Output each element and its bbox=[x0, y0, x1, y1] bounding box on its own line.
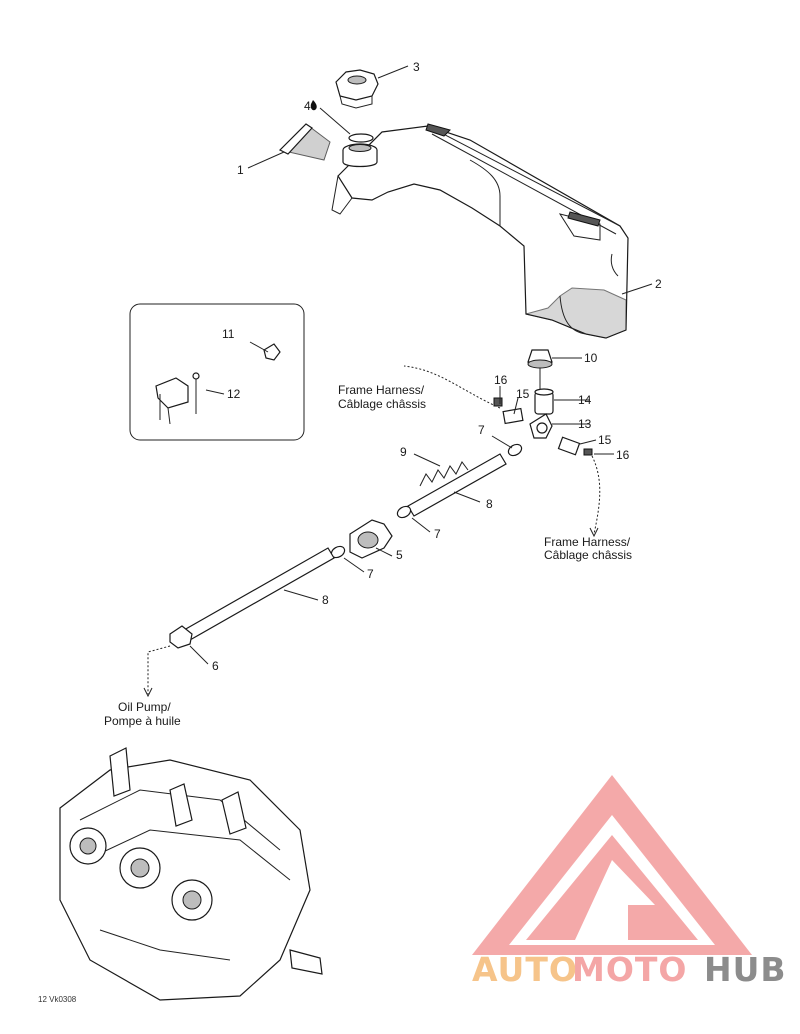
callout-2: 2 bbox=[655, 277, 662, 291]
level-sensor bbox=[534, 388, 554, 415]
callout-7-lower: 7 bbox=[367, 567, 374, 581]
callout-10: 10 bbox=[584, 351, 598, 365]
watermark-part-1: AUTO bbox=[472, 950, 578, 989]
connector-upper bbox=[493, 397, 524, 425]
watermark-part-3: HUB bbox=[704, 950, 787, 989]
grommet bbox=[527, 349, 553, 392]
detail-inset bbox=[129, 303, 305, 441]
callout-3: 3 bbox=[413, 60, 420, 74]
callout-7-upper: 7 bbox=[478, 423, 485, 437]
frame-harness-caption-2-line1: Frame Harness/ bbox=[544, 535, 631, 549]
gasket bbox=[348, 133, 374, 143]
callout-9: 9 bbox=[400, 445, 407, 459]
callout-6: 6 bbox=[212, 659, 219, 673]
callout-1: 1 bbox=[237, 163, 244, 177]
callout-13: 13 bbox=[578, 417, 592, 431]
elbow-fitting bbox=[529, 413, 553, 439]
watermark-part-2: MOTO bbox=[572, 950, 687, 989]
connector-right bbox=[557, 436, 593, 456]
bracket-part bbox=[155, 377, 189, 409]
oil-pump-caption-line2: Pompe à huile bbox=[104, 714, 181, 728]
callout-15-right: 15 bbox=[598, 433, 612, 447]
tank-cap bbox=[335, 69, 379, 109]
callout-15-upper: 15 bbox=[516, 387, 530, 401]
callout-12: 12 bbox=[227, 387, 241, 401]
oil-pump-caption-line1: Oil Pump/ bbox=[118, 700, 171, 714]
watermark-text: AUTO MOTO HUB bbox=[472, 950, 787, 989]
callout-14: 14 bbox=[578, 393, 592, 407]
frame-harness-caption-1-line1: Frame Harness/ bbox=[338, 383, 425, 397]
callout-4: 4 bbox=[304, 99, 311, 113]
callout-16-right: 16 bbox=[616, 448, 630, 462]
hose-upper bbox=[407, 453, 507, 517]
callout-8-upper: 8 bbox=[486, 497, 493, 511]
frame-harness-caption-1-line2: Câblage châssis bbox=[338, 397, 426, 411]
drawing-code: 12 Vk0308 bbox=[38, 995, 77, 1004]
oil-tank bbox=[331, 123, 629, 339]
clip-part bbox=[263, 343, 281, 361]
callout-7-middle: 7 bbox=[434, 527, 441, 541]
callout-labels: 1 2 3 4 5 6 7 7 7 8 8 9 10 11 12 13 14 1… bbox=[212, 60, 662, 673]
captions: Frame Harness/ Câblage châssis Frame Har… bbox=[38, 383, 632, 1004]
callout-8-lower: 8 bbox=[322, 593, 329, 607]
engine-drawing bbox=[59, 747, 323, 1001]
callout-16-upper: 16 bbox=[494, 373, 508, 387]
filler-neck bbox=[342, 143, 378, 168]
clamp-upper bbox=[507, 443, 523, 457]
oil-filter bbox=[349, 519, 393, 559]
callout-5: 5 bbox=[396, 548, 403, 562]
drop-icon bbox=[310, 100, 317, 111]
frame-harness-caption-2-line2: Câblage châssis bbox=[544, 548, 632, 562]
clamp-middle bbox=[396, 505, 412, 519]
strap bbox=[278, 123, 331, 161]
banjo-fitting bbox=[169, 625, 193, 649]
callout-11: 11 bbox=[222, 327, 235, 341]
hose-lower bbox=[183, 547, 335, 641]
watermark-logo bbox=[472, 775, 752, 955]
spring bbox=[419, 461, 469, 487]
leader-lines bbox=[143, 65, 653, 698]
